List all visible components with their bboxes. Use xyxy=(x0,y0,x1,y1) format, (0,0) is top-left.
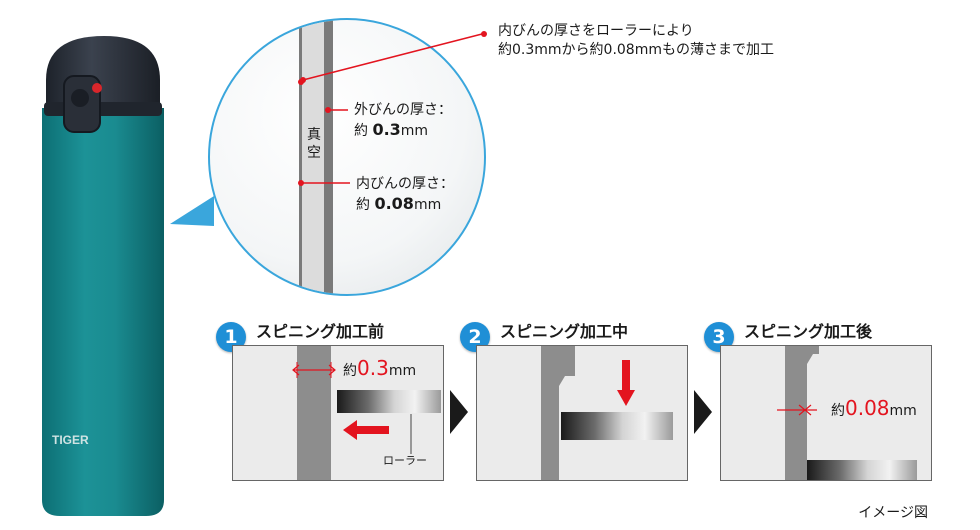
bottle-illustration: TIGER xyxy=(20,30,190,520)
roller xyxy=(561,412,673,440)
step-3-panel: 約0.08mm xyxy=(720,345,932,481)
next-step-arrow-icon xyxy=(450,390,468,434)
push-down-arrow-icon xyxy=(617,360,635,406)
callout-leader xyxy=(300,31,487,83)
next-step-arrow-icon xyxy=(694,390,712,434)
step-2-panel xyxy=(476,345,688,481)
roller xyxy=(807,460,917,480)
step-3-measurement: 約0.08mm xyxy=(831,396,917,420)
brand-logo: TIGER xyxy=(52,433,89,447)
wall-before xyxy=(297,346,331,480)
image-note: イメージ図 xyxy=(858,505,928,521)
step-2-title: スピニング加工中 xyxy=(500,322,629,341)
step-3-title: スピニング加工後 xyxy=(744,322,873,341)
step-1-panel: 約0.3mm ローラー xyxy=(232,345,444,481)
outer-thickness-label: 外びんの厚さ： 約 0.3mm xyxy=(354,102,452,139)
vacuum-label: 真空 xyxy=(307,127,321,161)
step-1-title: スピニング加工前 xyxy=(256,322,385,341)
callout-text: 内びんの厚さをローラーにより 約0.3mmから約0.08mmもの薄さまで加工 xyxy=(498,23,774,58)
step-1-measurement: 約0.3mm xyxy=(343,356,417,380)
push-left-arrow-icon xyxy=(343,420,389,440)
roller xyxy=(337,390,441,413)
roller-label: ローラー xyxy=(383,454,427,467)
inner-thickness-label: 内びんの厚さ： 約 0.08mm xyxy=(356,176,454,213)
magnified-wall-view: 真空 外びんの厚さ： 約 0.3mm 内びんの厚さ： 約 0.08mm xyxy=(208,18,486,296)
step-3-number: 3 xyxy=(704,322,734,352)
magnifier-pointer xyxy=(170,196,214,226)
